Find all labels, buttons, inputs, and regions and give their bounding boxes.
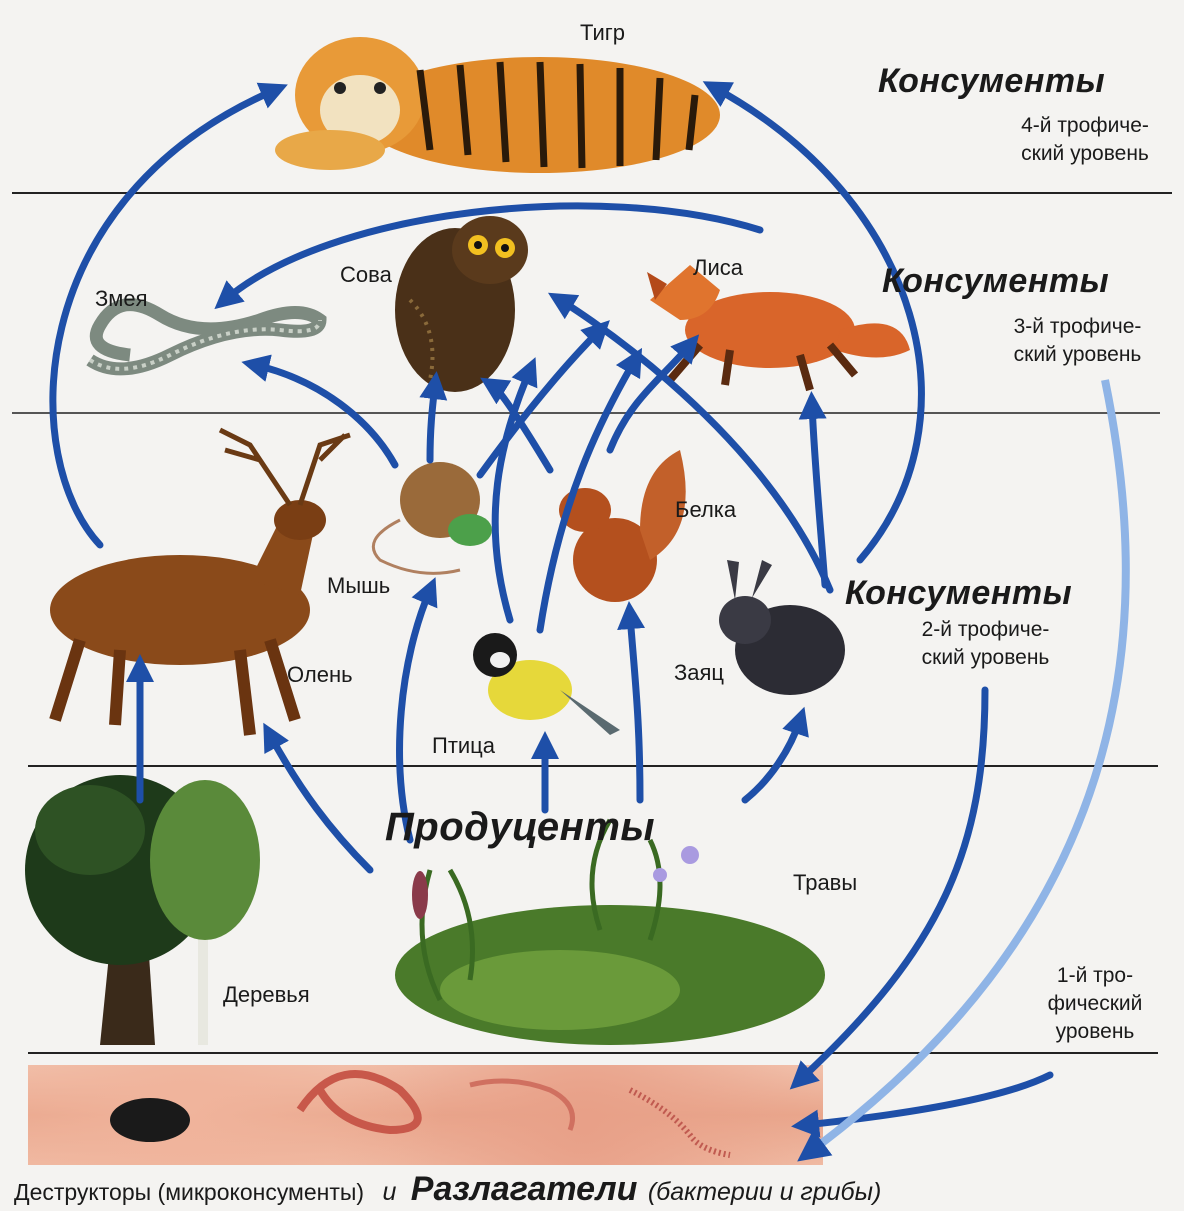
caption-level-4: 4-й трофиче- ский уровень — [1000, 112, 1170, 168]
label-grass: Травы — [793, 870, 857, 896]
deer-illustration — [50, 430, 350, 735]
footer-decomposers: Разлагатели — [411, 1170, 638, 1208]
caption-level-4-line1: 4-й трофиче- — [1000, 112, 1170, 140]
bird-illustration — [473, 633, 620, 735]
label-fox: Лиса — [693, 255, 743, 281]
caption-level-2-line2: ский уровень — [893, 644, 1078, 672]
label-snake: Змея — [95, 286, 148, 312]
grass-illustration — [395, 820, 825, 1045]
caption-level-3-line2: ский уровень — [990, 341, 1165, 369]
mouse-illustration — [373, 462, 492, 573]
footer-caption: Деструкторы (микроконсументы) и Разлагат… — [14, 1170, 881, 1209]
label-hare: Заяц — [674, 660, 724, 686]
heading-producers: Продуценты — [385, 805, 655, 850]
caption-level-1: 1-й тро- фический уровень — [1020, 962, 1170, 1046]
caption-level-3: 3-й трофиче- ский уровень — [990, 313, 1165, 369]
snake-illustration — [90, 305, 320, 369]
label-tiger: Тигр — [580, 20, 625, 46]
caption-level-2-line1: 2-й трофиче- — [893, 616, 1078, 644]
label-bird: Птица — [432, 733, 495, 759]
caption-level-3-line1: 3-й трофиче- — [990, 313, 1165, 341]
label-mouse: Мышь — [327, 573, 390, 599]
label-trees: Деревья — [223, 982, 310, 1008]
caption-level-1-line3: уровень — [1020, 1018, 1170, 1046]
fox-illustration — [647, 265, 910, 390]
heading-level-3: Консументы — [882, 262, 1109, 301]
caption-level-2: 2-й трофиче- ский уровень — [893, 616, 1078, 672]
tiger-illustration — [275, 37, 720, 173]
caption-level-1-line2: фический — [1020, 990, 1170, 1018]
caption-level-1-line1: 1-й тро- — [1020, 962, 1170, 990]
soil-organisms — [110, 1074, 730, 1155]
footer-note: (бактерии и грибы) — [648, 1178, 882, 1206]
caption-level-4-line2: ский уровень — [1000, 140, 1170, 168]
label-squirrel: Белка — [675, 497, 736, 523]
heading-level-2: Консументы — [845, 574, 1072, 613]
footer-and: и — [382, 1178, 396, 1206]
label-deer: Олень — [287, 662, 353, 688]
label-owl: Сова — [340, 262, 392, 288]
owl-illustration — [395, 216, 528, 392]
footer-destructors: Деструкторы (микроконсументы) — [14, 1179, 364, 1205]
heading-level-4: Консументы — [878, 62, 1105, 101]
